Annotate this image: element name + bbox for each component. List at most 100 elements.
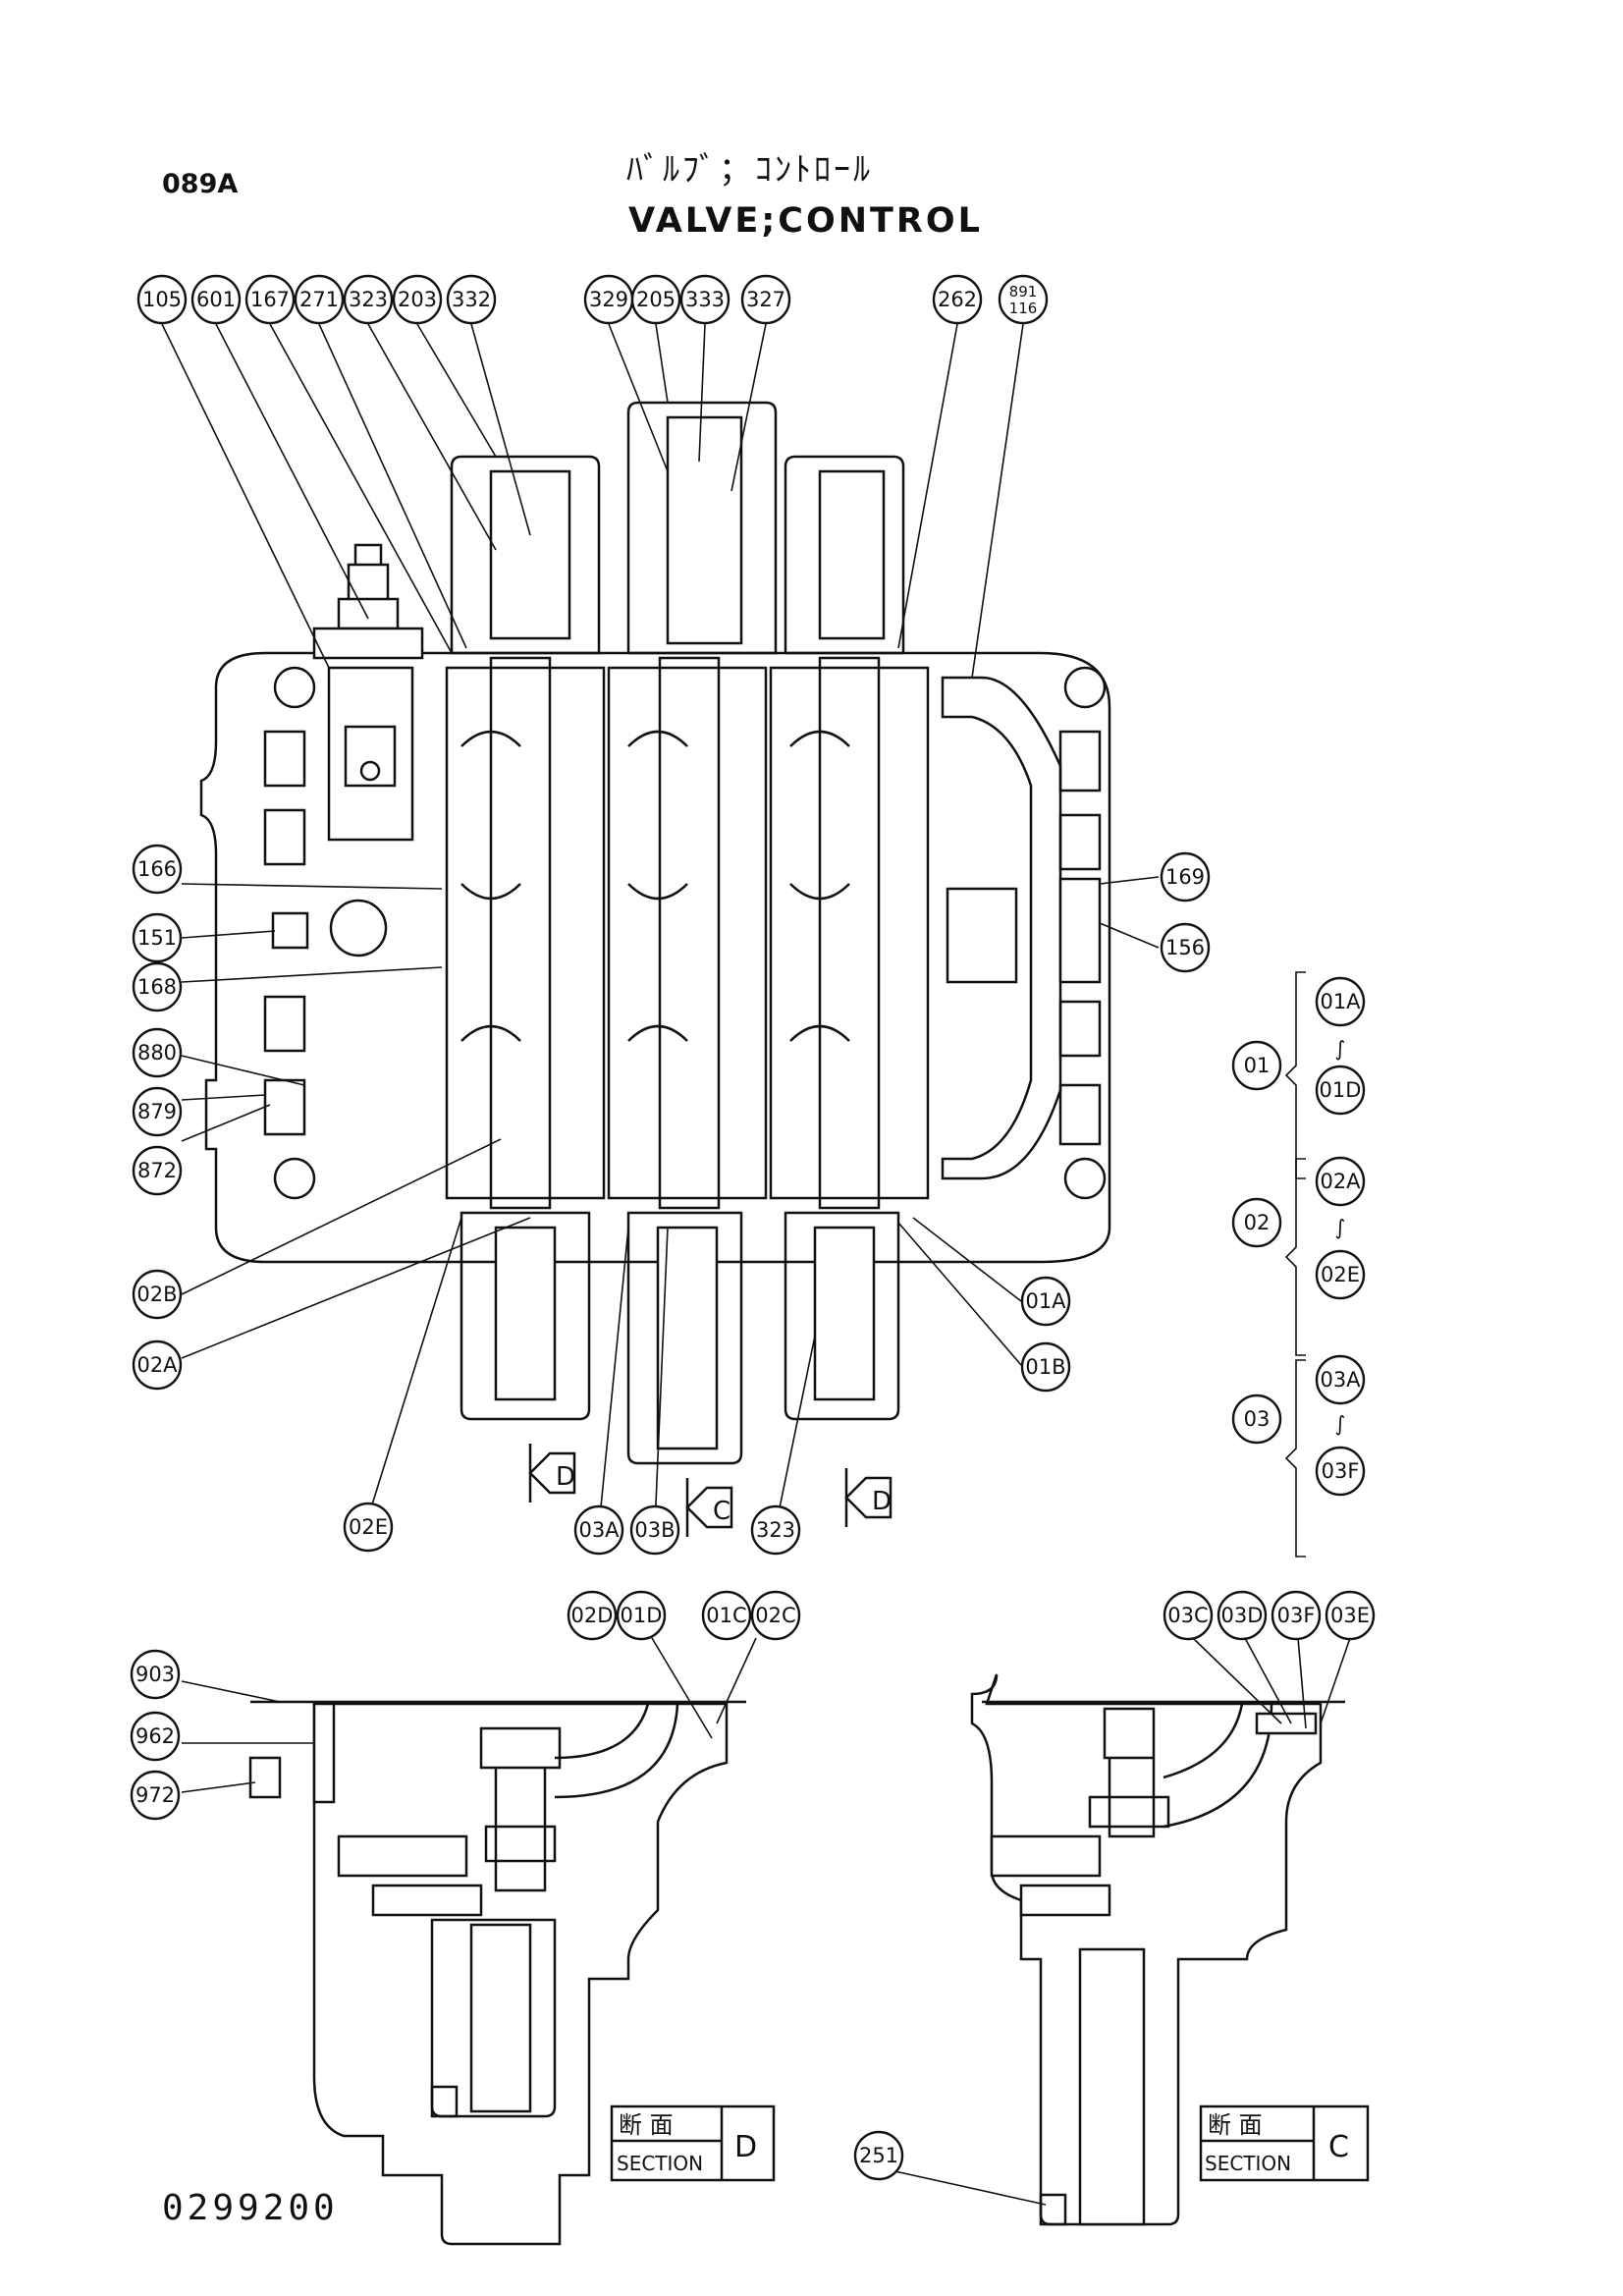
section-arrow-d2: D: [872, 1487, 892, 1516]
section-c-en: SECTION: [1205, 2152, 1291, 2175]
spool-bore-2: [607, 666, 768, 1200]
svg-text:03: 03: [1244, 1407, 1271, 1431]
svg-text:∫: ∫: [1335, 1216, 1346, 1239]
svg-text:903: 903: [135, 1663, 175, 1686]
svg-text:601: 601: [196, 288, 236, 311]
page-code: 089A: [162, 169, 239, 199]
spool-bore-1: [445, 666, 606, 1200]
group-01-tilde: ∫: [1335, 1037, 1346, 1061]
part-156: 156: [1160, 922, 1211, 973]
svg-text:03D: 03D: [1221, 1604, 1264, 1627]
group-braces: [1284, 971, 1306, 1558]
part-962: 962: [130, 1711, 181, 1762]
group-02: 02: [1231, 1197, 1282, 1248]
svg-text:879: 879: [137, 1100, 177, 1123]
mount-hole-tr: [1063, 666, 1107, 709]
svg-text:169: 169: [1165, 865, 1205, 889]
part-03F: 03F: [1271, 1590, 1322, 1641]
part-251: 251: [853, 2130, 904, 2181]
group-02-to: 02E: [1315, 1249, 1366, 1300]
part-323-bottom: 323: [750, 1504, 801, 1556]
svg-text:251: 251: [859, 2144, 898, 2167]
svg-text:02A: 02A: [1320, 1170, 1361, 1193]
title-japanese: ﾊﾞﾙﾌﾞ；ｺﾝﾄﾛｰﾙ: [626, 150, 873, 190]
part-01B: 01B: [1020, 1341, 1071, 1393]
part-02B: 02B: [132, 1269, 183, 1320]
section-d-letter: D: [734, 2130, 757, 2164]
svg-text:03A: 03A: [578, 1518, 620, 1542]
group-01-to: 01D: [1315, 1065, 1366, 1116]
svg-text:203: 203: [398, 288, 437, 311]
part-bubbles: 105 601 167 271 323 203 332 329 205 333 …: [130, 274, 1376, 2181]
svg-text:323: 323: [756, 1518, 795, 1542]
group-03: 03: [1231, 1394, 1282, 1445]
plug-156: [1058, 877, 1102, 984]
part-972: 972: [130, 1770, 181, 1821]
group-03-to: 03F: [1315, 1446, 1366, 1497]
svg-text:02B: 02B: [136, 1283, 177, 1306]
section-box-c: 断 面 SECTION C: [1199, 2105, 1370, 2182]
section-d-en: SECTION: [617, 2152, 703, 2175]
part-02D: 02D: [567, 1590, 618, 1641]
part-01D: 01D: [616, 1590, 667, 1641]
part-329: 329: [583, 274, 634, 325]
part-166: 166: [132, 844, 183, 895]
spool-2: [658, 656, 721, 1210]
section-c-jp: 断 面: [1208, 2111, 1263, 2139]
svg-text:02D: 02D: [571, 1604, 614, 1627]
svg-text:01A: 01A: [1320, 990, 1361, 1013]
svg-text:151: 151: [137, 926, 177, 950]
part-880: 880: [132, 1027, 183, 1078]
part-03C: 03C: [1163, 1590, 1214, 1641]
part-891-116: 891 116: [998, 274, 1049, 325]
svg-text:323: 323: [349, 288, 388, 311]
section-c-view: [970, 1673, 1345, 2226]
svg-text:03E: 03E: [1330, 1604, 1370, 1627]
svg-text:168: 168: [137, 975, 177, 999]
part-105: 105: [136, 274, 188, 325]
svg-text:03F: 03F: [1277, 1604, 1316, 1627]
svg-text:872: 872: [137, 1159, 177, 1182]
svg-text:∫: ∫: [1335, 1412, 1346, 1436]
svg-text:02C: 02C: [755, 1604, 795, 1627]
cap-bottom-1: [460, 1211, 591, 1421]
part-262: 262: [932, 274, 983, 325]
part-167: 167: [244, 274, 296, 325]
spool-1: [489, 656, 552, 1210]
cap-bottom-3: [784, 1211, 900, 1421]
right-passage: [941, 676, 1062, 1180]
group-02-from: 02A: [1315, 1156, 1366, 1207]
part-872: 872: [132, 1145, 183, 1196]
part-271: 271: [294, 274, 345, 325]
cap-bottom-2: [626, 1211, 743, 1465]
section-box-d: 断 面 SECTION D: [610, 2105, 776, 2182]
svg-text:962: 962: [135, 1724, 175, 1748]
part-03E: 03E: [1325, 1590, 1376, 1641]
part-151: 151: [132, 912, 183, 963]
svg-text:01B: 01B: [1025, 1355, 1065, 1379]
part-327: 327: [740, 274, 791, 325]
svg-text:332: 332: [452, 288, 491, 311]
svg-text:972: 972: [135, 1783, 175, 1807]
title-english: VALVE;CONTROL: [628, 201, 983, 241]
svg-text:167: 167: [250, 288, 290, 311]
part-03D: 03D: [1217, 1590, 1268, 1641]
part-02C: 02C: [750, 1590, 801, 1641]
svg-text:891: 891: [1009, 283, 1038, 301]
main-section-view: [199, 401, 1111, 1465]
part-333: 333: [679, 274, 730, 325]
group-02-tilde: ∫: [1335, 1216, 1346, 1239]
check-ball: [329, 899, 388, 957]
svg-text:02: 02: [1244, 1211, 1271, 1234]
svg-text:333: 333: [685, 288, 725, 311]
svg-text:156: 156: [1165, 936, 1205, 959]
part-903: 903: [130, 1649, 181, 1700]
part-01C: 01C: [701, 1590, 752, 1641]
part-03B: 03B: [629, 1504, 680, 1556]
svg-text:271: 271: [299, 288, 339, 311]
mount-hole-bl: [273, 1157, 316, 1200]
part-205: 205: [630, 274, 681, 325]
svg-text:03B: 03B: [634, 1518, 675, 1542]
part-02E: 02E: [343, 1502, 394, 1553]
